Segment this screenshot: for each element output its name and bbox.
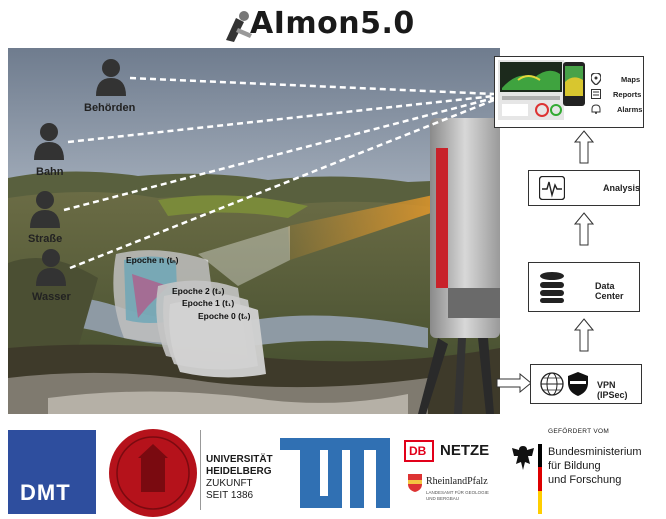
laser-scanner xyxy=(418,118,500,414)
arrow-up-to-analysis xyxy=(574,212,594,246)
dashboard-panel: Maps Reports Alarms xyxy=(494,56,644,128)
bmbf-line2: für Bildung xyxy=(548,460,601,472)
logo-figure-icon xyxy=(226,11,252,42)
rlp-text: RheinlandPfalz xyxy=(426,476,488,487)
tum-logo xyxy=(280,438,390,508)
uni-name-line1: UNIVERSITÄT xyxy=(206,454,273,465)
db-logo: DB xyxy=(404,440,434,462)
rlp-crest-icon xyxy=(408,474,422,492)
db-logo-text: DB xyxy=(409,444,427,458)
landscape-photo xyxy=(8,48,500,414)
epoch-stack xyxy=(113,250,266,378)
user-label-strasse: Straße xyxy=(28,233,63,245)
rlp-sub1: LANDESAMT FÜR GEOLOGIE xyxy=(426,490,489,495)
uni-name-line4: SEIT 1386 xyxy=(206,490,254,501)
phone-screenshot xyxy=(563,62,585,106)
rlp-sub2: UND BERGBAU xyxy=(426,496,460,501)
vpn-label: VPN (IPSec) xyxy=(597,380,628,400)
user-label-behoerden: Behörden xyxy=(84,102,136,114)
heidelberg-seal xyxy=(109,429,197,517)
vpn-box: VPN (IPSec) xyxy=(530,364,642,404)
globe-icon xyxy=(540,372,564,396)
security-shield-icon xyxy=(568,372,588,396)
reports-icon xyxy=(591,89,601,99)
analysis-box: Analysis xyxy=(528,170,640,206)
bmbf-pre: GEFÖRDERT VOM xyxy=(548,428,610,435)
dashboard-item-maps: Maps xyxy=(621,75,641,84)
title-prefix: AI xyxy=(250,6,286,41)
user-label-bahn: Bahn xyxy=(36,166,64,178)
partner-logos: DMT UNIVERSITÄT HEIDELBERG ZUKUNFT SEIT … xyxy=(0,422,666,519)
dashboard-item-alarms: Alarms xyxy=(617,105,643,114)
datacenter-box: Data Center xyxy=(528,262,640,312)
epoch-label-1: Epoche 1 (t₁) xyxy=(182,298,235,308)
logo-divider xyxy=(200,430,201,510)
arrow-right-to-vpn xyxy=(496,373,532,393)
epoch-label-n: Epoche n (tₙ) xyxy=(126,255,179,265)
waveform-icon xyxy=(539,176,565,200)
bmbf-line3: und Forschung xyxy=(548,474,622,486)
arrow-up-to-dashboard xyxy=(574,130,594,164)
person-icon-bahn xyxy=(34,123,64,160)
database-icon xyxy=(540,272,564,303)
federal-eagle-icon xyxy=(512,446,534,470)
arrow-up-to-datacenter xyxy=(574,318,594,352)
epoch-label-2: Epoche 2 (t₂) xyxy=(172,286,225,296)
dmt-logo-text: DMT xyxy=(20,480,71,505)
person-icon-behoerden xyxy=(96,59,126,96)
german-flag-bar xyxy=(538,444,542,514)
bmbf-line1: Bundesministerium xyxy=(548,446,642,458)
dashboard-item-reports: Reports xyxy=(613,90,642,99)
person-icon-wasser xyxy=(36,249,66,286)
alarm-bell-icon xyxy=(591,104,601,114)
netze-text: NETZE xyxy=(440,442,490,459)
title-banner: AImon5.0 xyxy=(0,0,666,46)
epoch-label-0: Epoche 0 (t₀) xyxy=(198,311,251,321)
dashboard-screenshot xyxy=(498,60,564,120)
uni-name-line2: HEIDELBERG xyxy=(206,466,272,477)
dmt-logo: DMT xyxy=(8,430,96,514)
person-icon-strasse xyxy=(30,191,60,228)
uni-name-line3: ZUKUNFT xyxy=(206,478,253,489)
analysis-label: Analysis xyxy=(603,183,641,193)
user-label-wasser: Wasser xyxy=(32,291,71,303)
project-title: AImon5.0 xyxy=(250,6,415,41)
datacenter-label: Data Center xyxy=(595,281,624,301)
title-suffix: mon5.0 xyxy=(285,6,415,41)
map-pin-icon xyxy=(591,73,601,85)
